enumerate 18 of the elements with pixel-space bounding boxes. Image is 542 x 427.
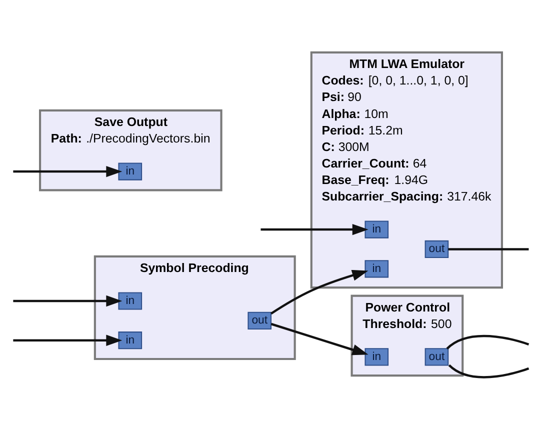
connector: [446, 334, 530, 350]
arrow: [13, 165, 122, 177]
connector: [448, 248, 529, 250]
node-box: in: [364, 220, 389, 238]
node-box: in: [118, 331, 142, 349]
arrow: [270, 322, 368, 355]
node-box: in: [118, 292, 142, 310]
arrow: [270, 269, 368, 314]
node-box: in: [118, 162, 142, 180]
node-box: out: [424, 348, 449, 366]
arrow: [13, 294, 122, 306]
node-box: in: [364, 260, 389, 278]
connector: [448, 364, 530, 378]
node-box: out: [248, 311, 272, 329]
node-box: out: [424, 240, 449, 258]
arrow: [13, 334, 122, 346]
arrow: [260, 223, 368, 235]
node-box: in: [364, 348, 389, 366]
